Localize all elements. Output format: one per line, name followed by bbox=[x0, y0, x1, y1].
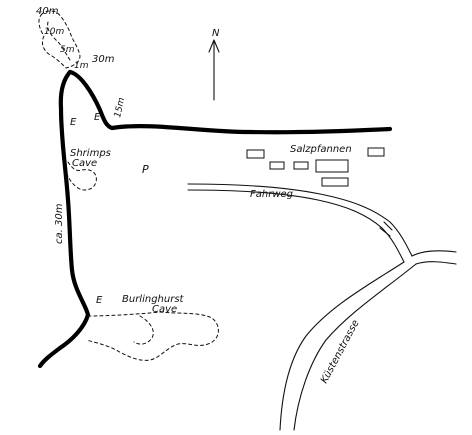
salt-pan-5 bbox=[321, 177, 349, 187]
track-upper-edge bbox=[187, 183, 413, 257]
depth-1m-label: 1m bbox=[74, 61, 89, 71]
length-approx-label: ca. 30m bbox=[54, 203, 65, 244]
track-crossing-mark bbox=[379, 221, 393, 237]
salt-pan-2 bbox=[269, 161, 285, 170]
shrimps-cave-label-line2: Cave bbox=[72, 158, 97, 169]
depth-40m-label: 40m bbox=[36, 6, 59, 17]
track-lower-edge bbox=[187, 189, 405, 263]
burlinghurst-cave-inner bbox=[133, 315, 154, 345]
track-label: Fahrweg bbox=[250, 189, 293, 200]
road-junction-east bbox=[411, 250, 457, 265]
entrance-label-upper-left: E bbox=[70, 117, 77, 128]
entrance-label-lower: E bbox=[96, 295, 103, 306]
salt-pan-1 bbox=[246, 149, 265, 159]
shrimps-cave-label-line1: Shrimps bbox=[70, 148, 111, 159]
coast-road-label: Küstenstrasse bbox=[319, 318, 362, 385]
entrance-label-upper-right: E bbox=[94, 112, 101, 123]
plateau-label: P bbox=[142, 163, 149, 176]
cliff-top-edge bbox=[67, 69, 393, 135]
burlinghurst-cave-label-line1: Burlinghurst bbox=[122, 294, 185, 305]
north-arrow-head bbox=[208, 39, 220, 53]
shrimps-cave-outline bbox=[67, 161, 97, 191]
salt-pan-4 bbox=[315, 159, 349, 173]
depth-30m-label: 30m bbox=[92, 54, 115, 65]
coastline-cliff bbox=[37, 69, 91, 369]
burlinghurst-cave-label-line2: Cave bbox=[152, 304, 177, 315]
salt-pans-label: Salzpfannen bbox=[290, 144, 352, 155]
upper-shaft-inner bbox=[47, 21, 71, 61]
salt-pan-6 bbox=[367, 147, 385, 157]
coast-road-right-edge bbox=[293, 263, 417, 431]
upper-shaft-outline bbox=[38, 10, 81, 69]
burlinghurst-cave-outline bbox=[85, 311, 219, 361]
depth-10m-label: 10m bbox=[44, 27, 64, 37]
coast-road-left-edge bbox=[279, 261, 405, 431]
north-label: N bbox=[212, 28, 220, 39]
depth-5m-label: 5m bbox=[60, 45, 75, 55]
depth-15m-label: 15m bbox=[113, 97, 127, 119]
salt-pan-3 bbox=[293, 161, 309, 170]
